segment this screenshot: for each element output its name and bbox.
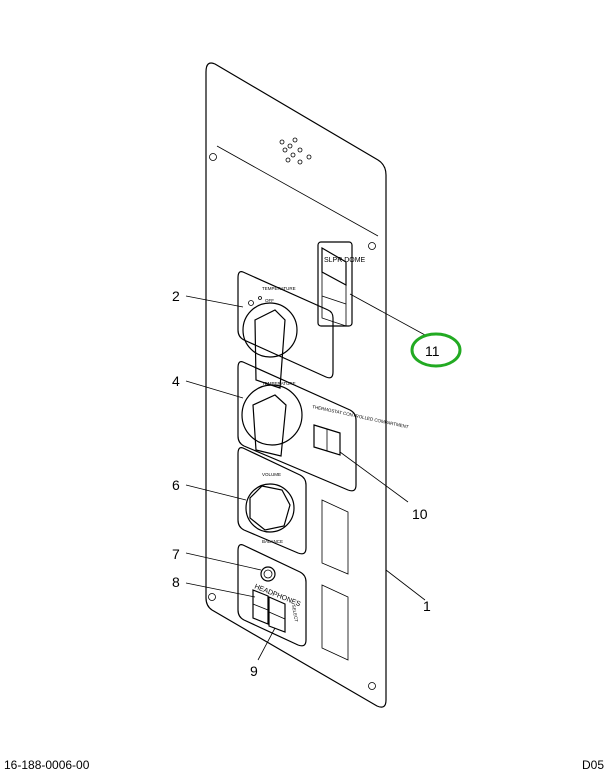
mounting-hole	[368, 682, 376, 690]
select-label: SELECT	[291, 604, 299, 622]
temperature-label: TEMPERATURE	[262, 286, 296, 291]
mounting-hole	[209, 153, 217, 161]
slpr-dome-label: SLPR DOME	[324, 257, 366, 264]
callout-1: 1	[423, 598, 431, 614]
callout-4: 4	[172, 373, 180, 389]
callout-10: 10	[412, 506, 428, 522]
temperature-switch-2[interactable]: TEMPERATURE	[237, 361, 357, 492]
callout-8: 8	[172, 574, 180, 590]
callout-6: 6	[172, 477, 180, 493]
headphones-panel	[237, 544, 307, 647]
callout-9: 9	[250, 663, 258, 679]
callout-7: 7	[172, 546, 180, 562]
thermostat-switch[interactable]	[313, 424, 341, 456]
volume-knob[interactable]: VOLUME BALANCE	[237, 447, 307, 555]
part-number: 16-188-0006-00	[4, 758, 90, 772]
balance-label: BALANCE	[262, 539, 283, 544]
thermostat-label: THERMOSTAT CONTROLLED COMPARTMENT	[312, 404, 409, 429]
mounting-hole	[208, 593, 216, 601]
temperature-switch-1[interactable]: TEMPERATURE OFF	[237, 271, 334, 389]
highlight-ring	[410, 332, 462, 368]
callout-2: 2	[172, 288, 180, 304]
page-code: D05	[581, 758, 604, 772]
panel-divider	[216, 145, 379, 237]
headphone-button-right[interactable]	[268, 596, 286, 633]
temperature-label: TEMPERATURE	[262, 381, 296, 386]
callout-11[interactable]: 11	[425, 343, 440, 359]
sleeper-dome-switch[interactable]: SLPR DOME	[317, 241, 366, 327]
blank-plate	[321, 499, 349, 575]
off-label: OFF	[265, 298, 274, 303]
mounting-hole	[368, 242, 376, 250]
volume-label: VOLUME	[262, 472, 281, 477]
headphone-button-left[interactable]	[252, 589, 269, 625]
headphone-jack[interactable]	[260, 566, 276, 582]
blank-plate	[321, 584, 349, 661]
panel-outline	[205, 62, 387, 708]
speaker-grille	[279, 137, 312, 165]
